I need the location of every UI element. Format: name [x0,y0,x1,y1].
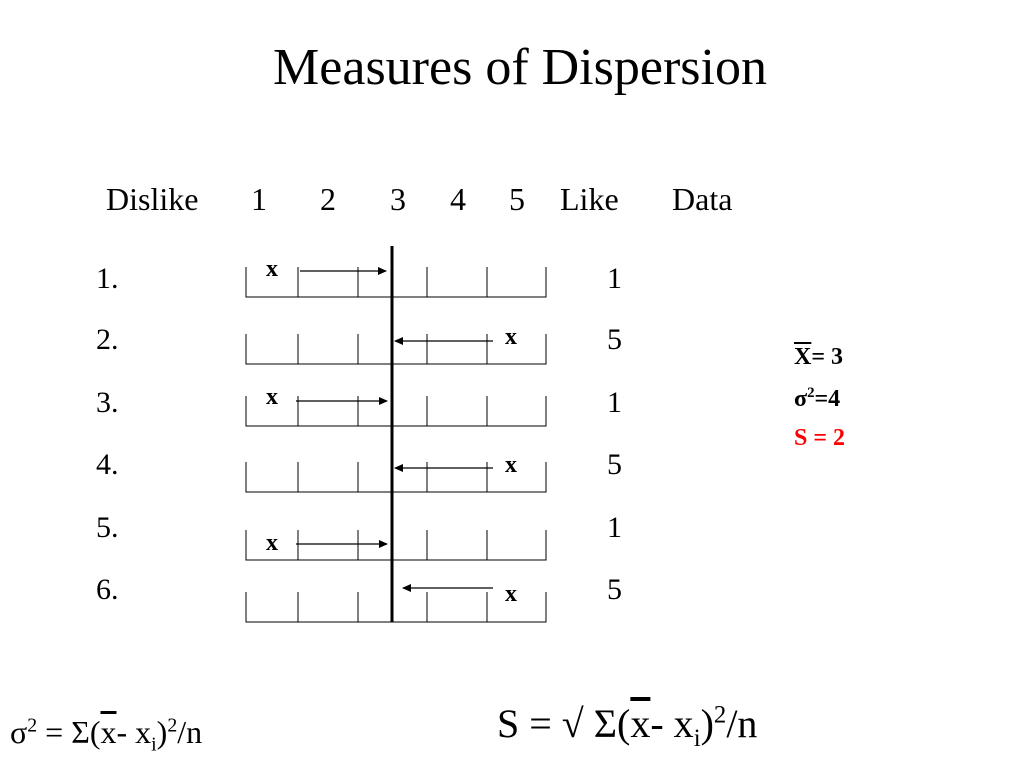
rating-mark: x [266,530,278,556]
sigma-symbol: σ [794,386,808,412]
row-data-value: 1 [607,511,622,544]
variance-value: =4 [814,386,841,412]
scale-row-5: x [245,530,547,561]
formula-text: S = √ Σ( [497,701,631,746]
variance-stat: σ2=4 [794,384,840,414]
row-data-value: 5 [607,448,622,481]
rating-mark: x [505,324,517,350]
scale-row-4: x [245,452,547,493]
row-data-value: 1 [607,262,622,295]
scale-header-4: 4 [450,181,466,217]
formula-text: /n [726,701,758,746]
formula-text: - x [116,714,152,750]
formula-mean-symbol: x [100,714,117,750]
row-data-value: 5 [607,323,622,356]
scale-row-1: x [245,256,547,298]
formula-sigma: σ [10,714,28,750]
rating-mark: x [266,256,278,282]
mean-symbol: X [794,344,812,370]
formula-mean-symbol: x [630,701,651,746]
scale-row-6: x [245,581,547,623]
formula-exponent: 2 [27,714,38,737]
row-data-value: 1 [607,386,622,419]
scale-header-1: 1 [251,181,267,217]
rating-mark: x [266,384,278,410]
rating-mark: x [505,581,517,607]
standard-deviation-formula: S = √ Σ(x- xi)2/n [497,700,758,751]
scale-row-2: x [245,324,547,365]
scale-header-3: 3 [390,181,406,217]
formula-text: - x [650,701,694,746]
row-label: 3. [96,386,119,419]
scale-header-5: 5 [509,181,525,217]
formula-text: ) [700,701,714,746]
row-label: 1. [96,262,119,295]
variance-formula: σ2 = Σ(x- xi)2/n [10,712,203,756]
formula-text: = Σ( [37,714,101,750]
scale-header-dislike: Dislike [106,181,199,217]
page-title: Measures of Dispersion [273,39,767,96]
scale-row-3: x [245,384,547,427]
formula-subscript: i [693,725,701,752]
row-label: 2. [96,323,119,356]
row-label: 4. [96,448,119,481]
formula-text: ) [156,714,168,750]
mean-stat: X= 3 [794,342,843,372]
formula-subscript: i [151,733,157,756]
formula-exponent: 2 [713,701,727,729]
mean-value: = 3 [811,344,844,370]
row-data-value: 5 [607,573,622,606]
formula-text: /n [177,714,203,750]
data-column-header: Data [672,181,733,217]
standard-deviation-stat: S = 2 [794,425,846,451]
scale-header-like: Like [560,181,619,217]
scale-header-2: 2 [320,181,336,217]
variance-exponent: 2 [807,385,815,401]
formula-exponent: 2 [167,714,178,737]
rating-mark: x [505,452,517,478]
row-label: 6. [96,573,119,606]
row-label: 5. [96,511,119,544]
